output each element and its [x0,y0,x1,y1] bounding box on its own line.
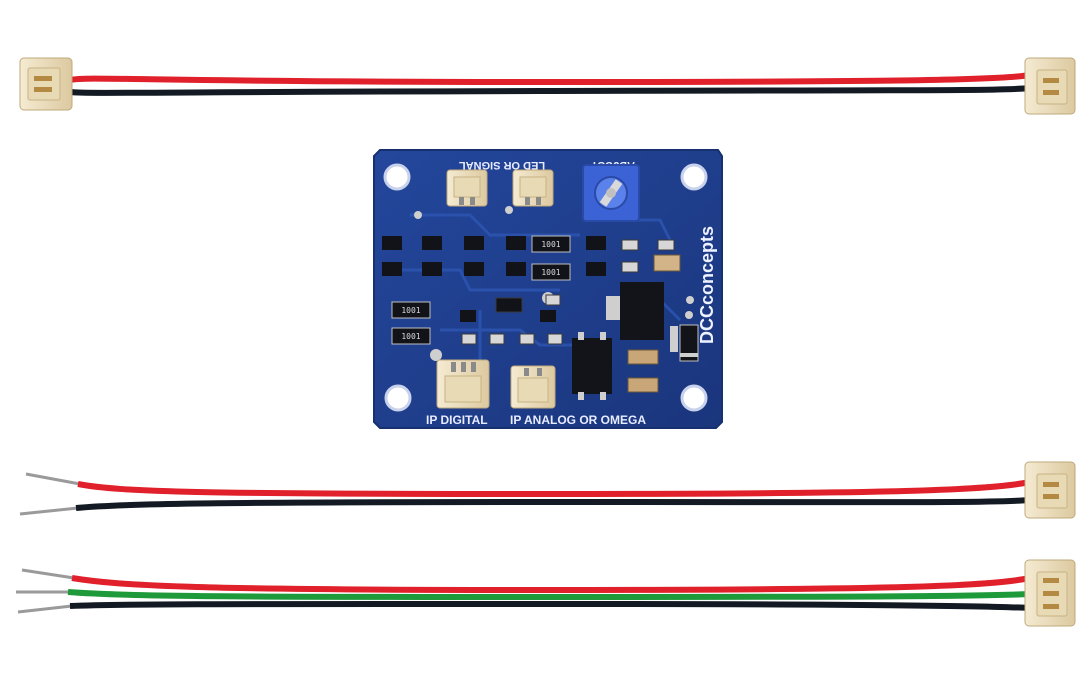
label-ip-analog-or-omega: IP ANALOG OR OMEGA [510,413,646,427]
red-wire [69,72,1031,86]
pcb-board: LED OR SIGNAL ADJUST [373,149,723,429]
svg-text:1001: 1001 [401,332,420,341]
jst-connector-icon [446,169,488,207]
jst-connector-icon [1024,57,1076,115]
smd-resistor: 1001 [531,235,571,253]
mounting-hole-icon [384,384,412,412]
green-wire [67,589,1031,601]
smd-diode [679,324,699,362]
bare-wire-strands [21,568,75,580]
cable-two-wire-bare-ends [19,461,1076,519]
red-wire [77,479,1031,498]
voltage-regulator [606,282,678,352]
cable-three-wire-bare-ends [16,559,1076,627]
jst-connector-icon [19,57,73,111]
black-wire [75,497,1031,511]
red-wire [71,575,1031,594]
mounting-hole-icon [383,163,411,191]
cable-two-wire-connectors-both-ends [19,57,1076,115]
smd-capacitor [627,254,681,393]
jst-connector-icon [510,365,556,409]
label-led-or-signal: LED OR SIGNAL [459,159,545,171]
jst-connector-icon [436,359,490,409]
svg-text:1001: 1001 [541,268,560,277]
smd-resistor: 1001 [531,263,571,281]
mounting-hole-icon [680,384,708,412]
smd-resistor: 1001 [391,327,431,345]
brand-dccconcepts: DCCconcepts [697,226,717,344]
smd-resistor: 1001 [391,301,431,319]
trimmer-potentiometer-icon [582,164,640,222]
bare-wire-strands [19,506,79,516]
black-wire [69,85,1031,96]
jst-connector-icon [1024,559,1076,627]
jst-connector-icon [512,169,554,207]
bare-wire-strands [25,472,81,486]
mounting-hole-icon [680,163,708,191]
bare-wire-strands [17,604,73,614]
black-wire [69,601,1031,611]
smd-passives [461,239,675,345]
svg-text:1001: 1001 [541,240,560,249]
transistor-array [382,236,606,322]
jst-connector-icon [1024,461,1076,519]
label-ip-digital: IP DIGITAL [426,413,488,427]
svg-text:1001: 1001 [401,306,420,315]
ic-package [572,332,612,400]
